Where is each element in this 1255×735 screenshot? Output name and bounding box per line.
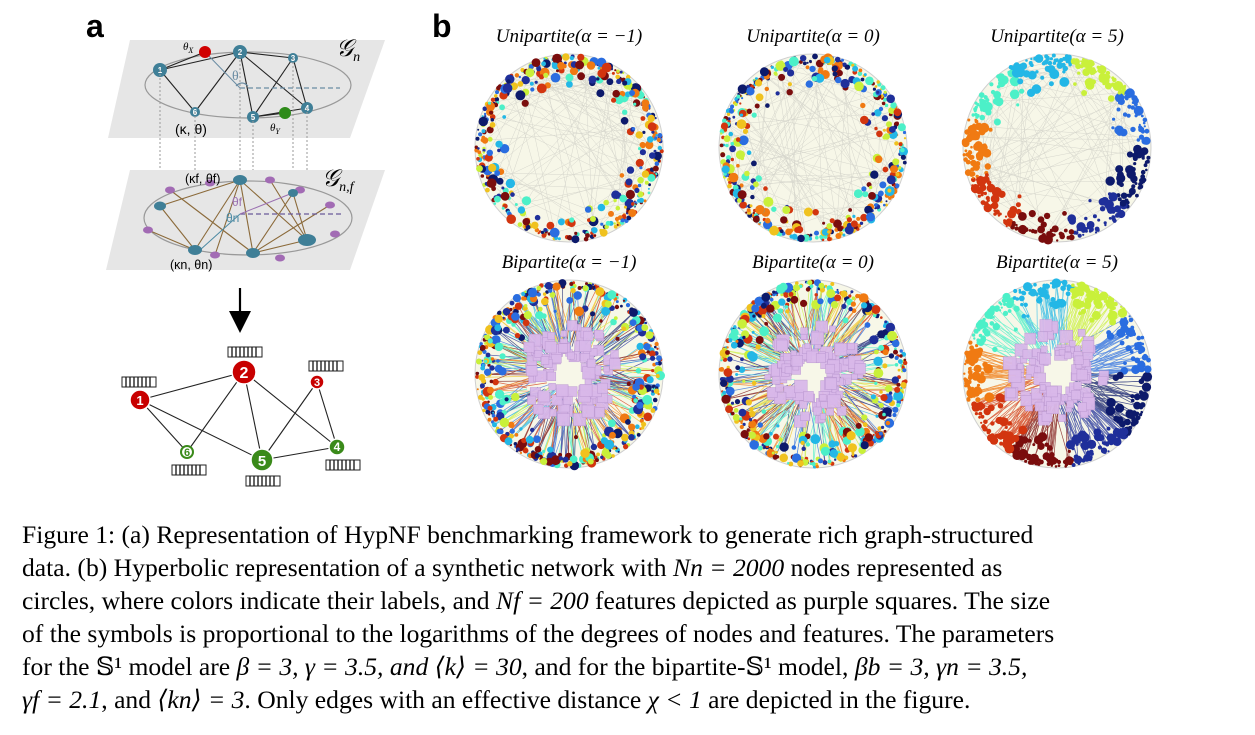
plot-title-1: Unipartite(α = −1): [495, 26, 643, 47]
bottom-node-2: 2: [240, 365, 249, 382]
hyperbolic-disk-5: [718, 279, 908, 469]
bottom-node-1: 1: [136, 393, 143, 408]
panel-b-disks: [474, 53, 1153, 471]
middle-plane: θn θf (κf, θf) (κn, θn) 𝒢n,f: [106, 166, 385, 272]
top-plane-sheet: [108, 40, 385, 138]
graph-n-label: 𝒢n: [336, 36, 360, 65]
plot-title-4: Bipartite(α = −1): [501, 252, 637, 273]
caption-line-1: Figure 1: (a) Representation of HypNF be…: [22, 520, 1034, 549]
bottom-node-6: 6: [184, 447, 190, 459]
caption-line-3: circles, where colors indicate their lab…: [22, 586, 1051, 615]
theta-x-node: [199, 46, 211, 58]
panel-a-letter: a: [86, 8, 104, 44]
hyperbolic-disk-4: [474, 279, 666, 471]
bottom-graph: 1 2 3 4 5 6: [121, 346, 361, 487]
theta-angle-label: θ: [232, 69, 239, 84]
kappa-theta-label: (κ, θ): [175, 121, 207, 137]
caption-line-5: for the 𝕊¹ model are β = 3, γ = 3.5, and…: [22, 652, 1028, 681]
plot-title-2: Unipartite(α = 0): [746, 26, 880, 47]
hyperbolic-disk-1: [474, 53, 664, 244]
caption-line-6: γf = 2.1, and ⟨kn⟩ = 3. Only edges with …: [22, 685, 971, 714]
panel-b-letter: b: [432, 8, 452, 44]
middle-plane-features: [143, 176, 340, 262]
bottom-nodes: [129, 359, 346, 472]
theta-y-label: θY: [270, 122, 281, 136]
bottom-node-4: 4: [334, 440, 341, 454]
theta-y-node: [279, 107, 291, 119]
bottom-feature-bars: [121, 346, 361, 487]
hyperbolic-disk-2: [718, 53, 908, 243]
plot-title-5: Bipartite(α = 0): [752, 252, 874, 273]
middle-plane-edges: [147, 179, 331, 256]
top-plane: 1 2 3 4 5 6 θX θY θ (κ, θ) 𝒢n: [108, 36, 385, 138]
kn-thetan-label: (κn, θn): [170, 258, 212, 272]
theta-n-label: θn: [226, 211, 239, 225]
hyperbolic-disk-6: [962, 278, 1153, 469]
plot-title-3: Unipartite(α = 5): [990, 26, 1124, 47]
figure-caption: Figure 1: (a) Representation of HypNF be…: [22, 518, 1234, 716]
caption-line-4: of the symbols is proportional to the lo…: [22, 619, 1055, 648]
kf-thetaf-label: (κf, θf): [185, 172, 220, 186]
caption-line-2: data. (b) Hyperbolic representation of a…: [22, 553, 1003, 582]
figure-canvas: 1 2 3 4 5 6 θX θY θ (κ, θ) 𝒢n: [106, 36, 1153, 487]
theta-x-label: θX: [183, 41, 194, 55]
theta-f-label: θf: [232, 195, 243, 209]
graph-nf-label: 𝒢n,f: [322, 166, 356, 195]
bottom-node-3: 3: [314, 377, 320, 389]
plot-title-6: Bipartite(α = 5): [996, 252, 1118, 273]
hyperbolic-disk-3: [961, 53, 1152, 245]
bottom-node-5: 5: [258, 453, 266, 470]
middle-plane-nodes: [154, 175, 316, 258]
